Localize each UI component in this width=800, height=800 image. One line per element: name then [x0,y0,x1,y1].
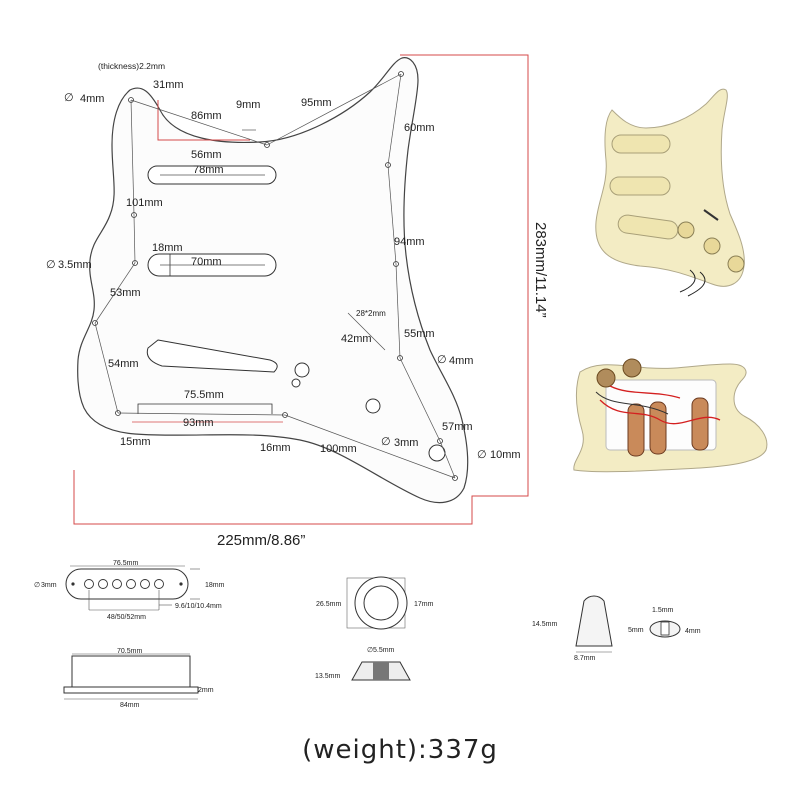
pickup-cover-thick-label: 2mm [198,687,214,694]
label-100: 100mm [320,443,357,455]
label-jack-symbol: ∅ [381,436,391,448]
photo-coil-3 [691,397,709,451]
pickup-height-label: 18mm [205,582,225,589]
label-93: 93mm [183,417,214,429]
knob-outer-label: 26.5mm [316,601,341,608]
label-hole-left-symbol: ∅ [46,259,56,271]
label-55: 55mm [404,328,435,340]
label-101: 101mm [126,197,163,209]
photo-knob-3 [727,255,745,273]
pickup-pole-dia-label: 9.6/10/10.4mm [175,603,222,610]
photo-knob-2 [703,237,721,255]
label-hole-top-symbol: ∅ [64,92,74,104]
label-94: 94mm [394,236,425,248]
dimension-frame [73,54,529,525]
pickup-hole-symbol: ∅ [34,582,40,589]
label-75-5: 75.5mm [184,389,224,401]
neck-pocket-line [157,100,250,141]
pickup-cover-base-label: 84mm [120,702,140,709]
photo-coil-2 [649,401,667,455]
label-53: 53mm [110,287,141,299]
pot-hole-2 [365,398,381,414]
photo-coil-1 [627,403,645,457]
label-56: 56mm [191,149,222,161]
label-hole-mid: 4mm [449,355,473,367]
weight-caption: (weight):337g [302,735,498,765]
pickup-mount-hole-right [179,582,183,586]
pickup-cover-side [71,655,191,688]
switch-left-label: 5mm [628,627,644,634]
label-86: 86mm [191,110,222,122]
pickup-slot-bridge [146,339,278,373]
product-photo-back [573,358,768,473]
bottom-cutout [137,403,273,414]
label-42: 42mm [341,333,372,345]
product-photo-front [595,88,745,297]
pickup-side-dim-lines [64,653,198,700]
knob-shaft-label: 5.5mm [373,647,395,654]
label-hole-mid-symbol: ∅ [437,354,447,366]
switch-width-label: 8.7mm [574,655,596,662]
label-60: 60mm [404,122,435,134]
main-dimension-labels: (thickness)2.2mm ∅ 4mm 31mm 86mm 9mm 95m… [46,61,549,549]
label-16: 16mm [260,442,291,454]
label-hole-top: 4mm [80,93,104,105]
label-jack-big-symbol: ∅ [477,449,487,461]
knob-top-view: 26.5mm 17mm [316,576,434,630]
switch-tip-diagram: 14.5mm 8.7mm 1.5mm 5mm 4mm [532,595,701,662]
switch-slot [660,621,670,636]
pot-hole-1 [294,362,310,378]
switch-slot-label: 1.5mm [652,607,674,614]
photo-pot-2 [622,358,642,378]
pot-hole-small [291,378,301,388]
pole-pieces [84,579,164,589]
photo-black-wires [595,391,669,415]
label-31: 31mm [153,79,184,91]
pickup-dim-lines [70,565,200,611]
label-jack-big: 10mm [490,449,521,461]
pickup-length-label: 76.5mm [113,560,138,567]
label-15: 15mm [120,436,151,448]
photo-red-wires [599,385,721,425]
dimension-lines [94,73,456,479]
label-95: 95mm [301,97,332,109]
pickup-cover-top-label: 70.5mm [117,648,142,655]
photo-switch [703,209,719,221]
label-width: 225mm/8.86” [217,532,305,549]
pickup-top-view: 76.5mm ∅ 3mm 18mm 48/50/52mm 9.6/10/10.4… [34,560,225,621]
pickup-pole-spacing-label: 48/50/52mm [107,614,146,621]
photo-wires [679,269,706,297]
knob-inner [363,585,399,621]
pickguard-outline-drawing [73,54,529,525]
photo-pickup-middle [609,176,671,196]
knob-shaft-symbol: ∅ [367,647,373,654]
label-57: 57mm [442,421,473,433]
label-70: 70mm [191,256,222,268]
photo-knob-1 [677,221,695,239]
pickup-side-view: 70.5mm 84mm 2mm [63,648,214,709]
label-54: 54mm [108,358,139,370]
pickup-hole-label: 3mm [41,582,57,589]
knob-shaft-hole [373,662,389,680]
pickup-mount-hole-left [71,582,75,586]
label-28x2: 28*2mm [356,309,386,318]
knob-inner-label: 17mm [414,601,434,608]
label-jack: 3mm [394,437,418,449]
label-9: 9mm [236,99,260,111]
pickup-base-plate [63,686,199,694]
knob-side-view: ∅ 5.5mm 13.5mm [315,647,411,681]
label-thickness: (thickness)2.2mm [98,61,165,71]
photo-pickup-neck [611,134,671,154]
photo-pot-1 [596,368,616,388]
label-height: 283mm/11.14” [532,222,549,318]
label-hole-left: 3.5mm [58,259,92,271]
label-78: 78mm [193,164,224,176]
knob-height-label: 13.5mm [315,673,340,680]
switch-tip-side [575,595,613,647]
switch-height-label: 14.5mm [532,621,557,628]
label-18: 18mm [152,242,183,254]
switch-right-label: 4mm [685,628,701,635]
